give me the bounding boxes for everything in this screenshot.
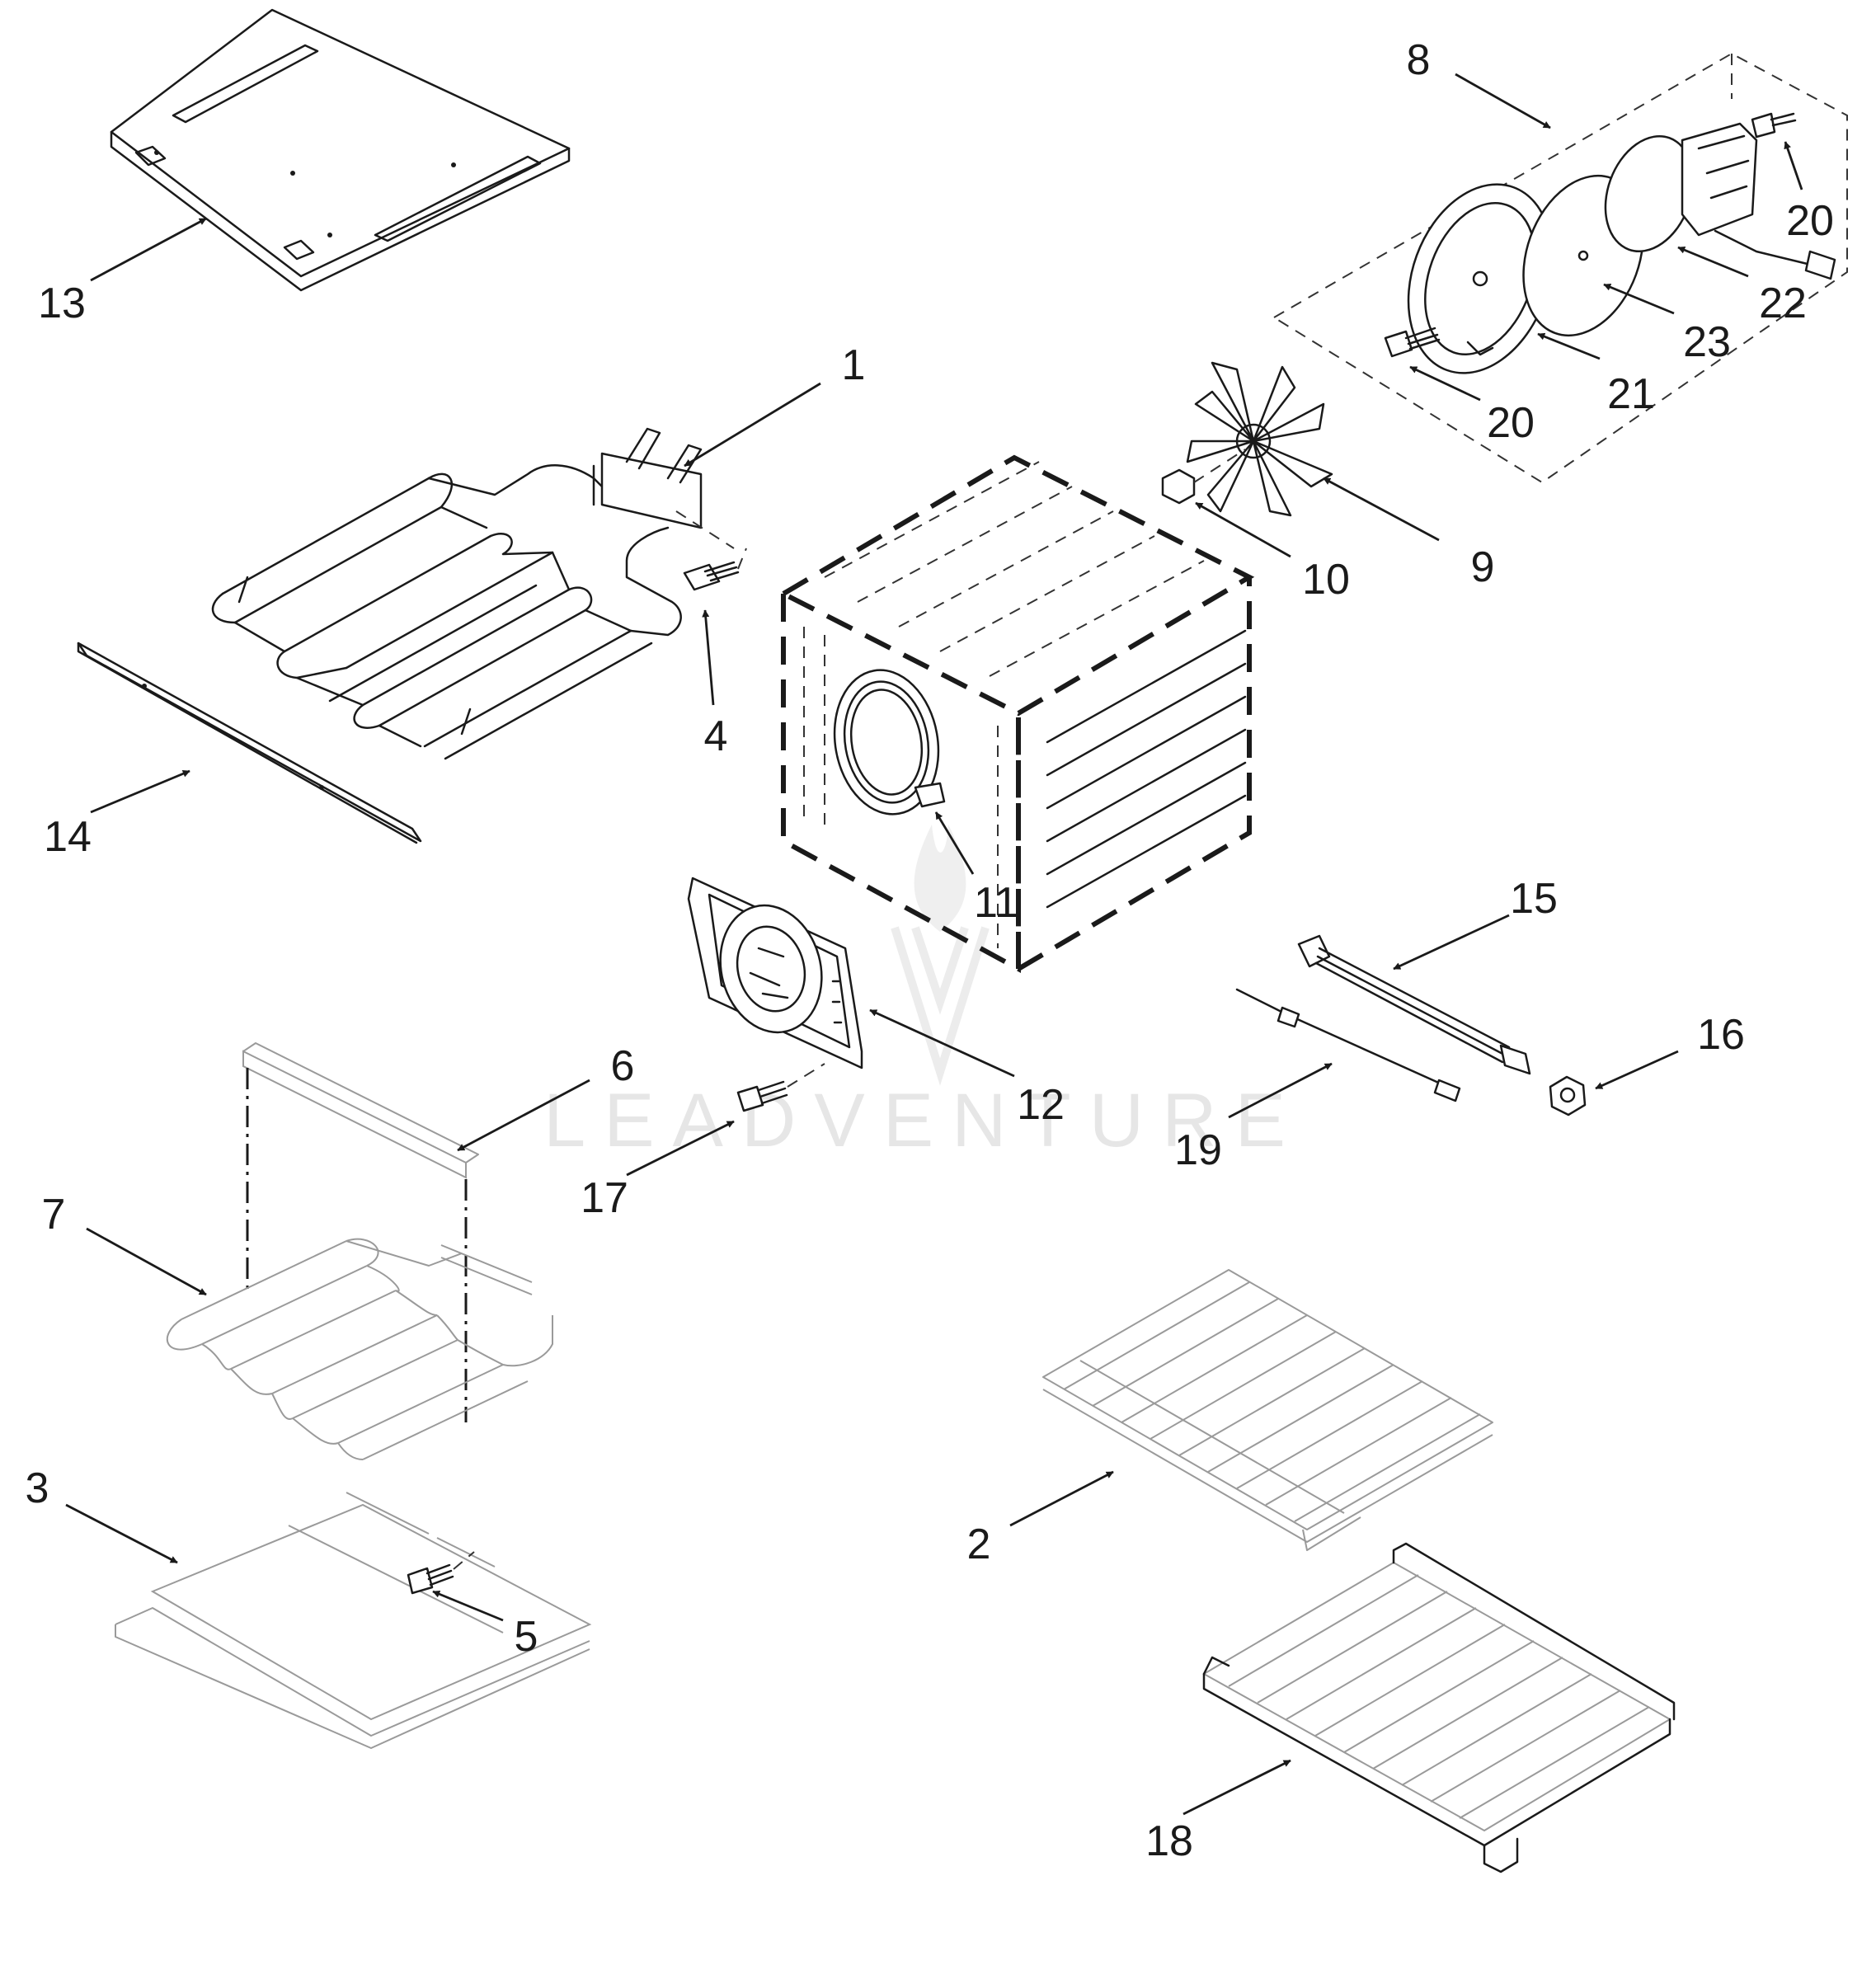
leader-5	[432, 1590, 504, 1622]
callout-18: 18	[1145, 1817, 1193, 1865]
callout-23: 23	[1683, 318, 1731, 366]
leader-6	[457, 1079, 590, 1152]
part-22-motor[interactable]	[1590, 122, 1836, 280]
part-12-rear-cover[interactable]	[687, 877, 863, 1069]
leader-8	[1455, 73, 1551, 129]
callout-15: 15	[1510, 875, 1558, 923]
leader-23	[1603, 283, 1675, 315]
callout-13: 13	[38, 280, 86, 327]
callout-3: 3	[26, 1464, 49, 1512]
leader-11	[934, 811, 975, 875]
part-16-nut[interactable]	[1549, 1075, 1587, 1116]
leader-10	[1195, 501, 1291, 558]
callout-7: 7	[42, 1191, 66, 1239]
part-11-oven-cavity[interactable]	[778, 454, 1255, 974]
leader-1	[684, 382, 821, 468]
callout-21: 21	[1607, 370, 1655, 418]
leader-20a	[1784, 141, 1803, 190]
part-4-screw[interactable]	[683, 548, 747, 591]
callout-20-upper: 20	[1786, 197, 1834, 245]
leader-22	[1677, 246, 1749, 278]
callout-9: 9	[1471, 543, 1495, 591]
leader-9	[1323, 477, 1440, 542]
callout-8: 8	[1407, 36, 1431, 84]
part-2-oven-rack[interactable]	[1042, 1269, 1493, 1551]
leader-19	[1228, 1062, 1333, 1119]
callout-4: 4	[704, 712, 728, 760]
part-10-nut[interactable]	[1161, 449, 1246, 505]
leader-7	[86, 1227, 207, 1296]
part-9-fan-blade[interactable]	[1186, 361, 1333, 517]
leader-16	[1595, 1050, 1679, 1090]
callout-labels: 13 1 4 14 8 20 22 23 21 20 10 9 11 12 15…	[26, 36, 1834, 1865]
leader-3	[65, 1503, 178, 1564]
part-19-probe[interactable]	[1235, 988, 1461, 1102]
part-3-bottom-cover[interactable]	[115, 1492, 592, 1749]
part-20-screw-upper[interactable]	[1751, 112, 1797, 139]
callout-10: 10	[1302, 556, 1350, 604]
part-6-element-rail[interactable]	[242, 1042, 533, 1422]
leader-20b	[1409, 365, 1481, 402]
watermark-text: LEADVENTURE	[543, 1079, 1304, 1163]
leader-21	[1537, 332, 1601, 360]
leader-lines	[65, 73, 1803, 1816]
callout-11: 11	[974, 879, 1018, 927]
part-14-rail[interactable]	[77, 642, 422, 844]
callout-12: 12	[1017, 1081, 1065, 1129]
part-20-screw-lower[interactable]	[1384, 327, 1441, 358]
part-1-broil-element[interactable]	[211, 427, 735, 760]
part-13-top-panel[interactable]	[110, 8, 571, 292]
callout-5: 5	[515, 1613, 538, 1661]
leader-13	[90, 217, 207, 282]
callout-20-lower: 20	[1487, 399, 1535, 447]
leader-14	[90, 769, 190, 814]
part-18-gliding-rack[interactable]	[1202, 1542, 1676, 1873]
part-15-harness[interactable]	[1297, 934, 1531, 1075]
part-5-screw[interactable]	[407, 1551, 475, 1595]
part-7-bake-element[interactable]	[166, 1238, 553, 1460]
callout-17: 17	[581, 1174, 628, 1222]
leader-15	[1393, 914, 1510, 971]
callout-14: 14	[44, 813, 92, 861]
leader-17	[626, 1120, 735, 1177]
callout-16: 16	[1697, 1011, 1745, 1059]
callout-6: 6	[611, 1042, 635, 1090]
leader-18	[1182, 1759, 1291, 1816]
watermark: LEADVENTURE	[543, 825, 1304, 1163]
callout-2: 2	[967, 1521, 991, 1568]
leader-12	[869, 1008, 1015, 1078]
callout-19: 19	[1174, 1126, 1222, 1174]
leader-4	[702, 609, 715, 706]
callout-22: 22	[1759, 280, 1807, 327]
part-8-fan-motor-assembly[interactable]	[1272, 52, 1848, 484]
callout-1: 1	[842, 341, 866, 389]
part-17-screw[interactable]	[736, 1063, 825, 1112]
leader-2	[1009, 1470, 1114, 1527]
